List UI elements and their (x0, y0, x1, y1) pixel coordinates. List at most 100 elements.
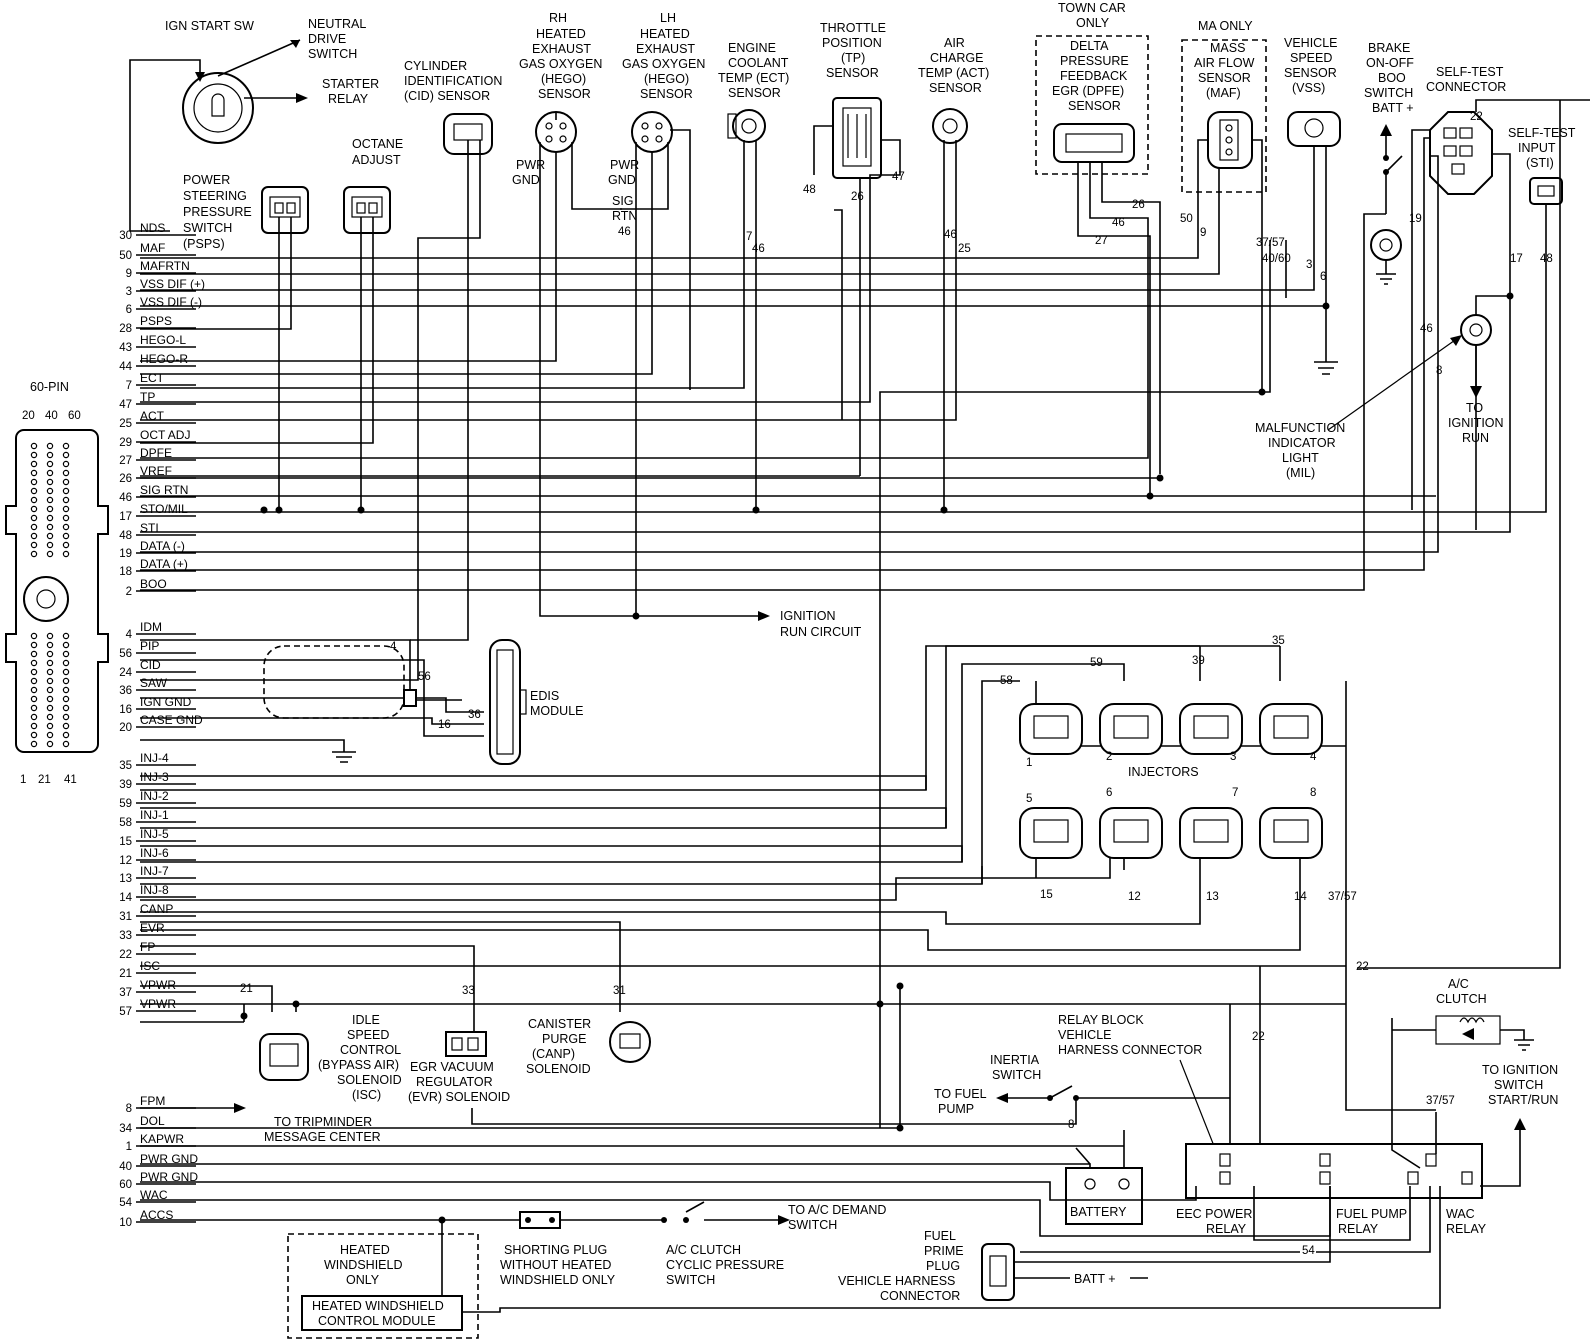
ecm-pin-dot (62, 731, 70, 739)
ecm-signal-name: KAPWR (140, 1132, 184, 1146)
ecm-pin-number: 24 (119, 667, 132, 679)
ecm-signal-name: PWR GND (140, 1170, 198, 1184)
ecm-pin-dot (46, 469, 54, 477)
ecm-signal-name: IGN GND (140, 695, 192, 709)
ecm-pin-number: 57 (119, 1006, 132, 1018)
act-sensor: AIR CHARGE TEMP (ACT) SENSOR (918, 36, 989, 144)
wire-number: 37/57 (1256, 237, 1285, 249)
wire-number: 33 (462, 985, 475, 997)
wire-number: 46 (1112, 217, 1125, 229)
octane-adjust-connector-icon (343, 186, 391, 234)
wire-number: 16 (438, 719, 451, 731)
injector-group: INJECTORS 58 59 39 35 15 12 13 14 37/57 (140, 635, 1357, 951)
ect-label: TEMP (ECT) (718, 71, 789, 85)
injector-number: 7 (1232, 787, 1238, 799)
inertia-label: INERTIA (990, 1053, 1040, 1067)
ecm-pin-number: 34 (119, 1123, 132, 1135)
lh-hego-label: (HEGO) (644, 72, 689, 86)
rh-pwr-gnd-label: GND (512, 173, 540, 187)
ecm-pin-dot (62, 677, 70, 685)
shorting-plug-label: WITHOUT HEATED (500, 1258, 611, 1272)
canp-label: (CANP) (532, 1047, 575, 1061)
tp-label: SENSOR (826, 66, 879, 80)
rh-hego-label: EXHAUST (532, 42, 591, 56)
ecm-signal-name: ECT (140, 371, 165, 385)
injector-connector-inner (1033, 819, 1069, 843)
fuel-pump-relay-label: FUEL PUMP (1336, 1207, 1407, 1221)
tripminder-label: MESSAGE CENTER (264, 1130, 381, 1144)
ecm-pin-dot (62, 650, 70, 658)
psps-label: POWER (183, 173, 230, 187)
ecm-pin-dot (46, 641, 54, 649)
self-test-connector: SELF-TEST CONNECTOR 22 SELF-TEST INPUT (… (1426, 65, 1576, 205)
upper-wiring: IGNITION RUN CIRCUIT 48 26 47 7 46 46 25… (130, 99, 1590, 1128)
wire-number: 40/60 (1262, 253, 1291, 265)
vss-label: VEHICLE (1284, 36, 1338, 50)
act-icon (932, 108, 968, 144)
ecm-signal-name: STI (140, 521, 159, 535)
wire-number: 50 (1180, 213, 1193, 225)
relay-block-label: VEHICLE (1058, 1028, 1112, 1042)
sti-label: INPUT (1518, 141, 1556, 155)
tripminder-label: TO TRIPMINDER (274, 1115, 372, 1129)
tp-sensor: THROTTLE POSITION (TP) SENSOR (820, 21, 886, 179)
fuel-pump-relay-label: RELAY (1338, 1222, 1379, 1236)
ecm-pin-number: 20 (119, 722, 132, 734)
shorting-plug-label: WINDSHIELD ONLY (500, 1273, 616, 1287)
evr-solenoid-icon (445, 1031, 487, 1057)
ecm-top-pin: 40 (45, 410, 58, 422)
vss-icon (1287, 111, 1341, 147)
town-car-label: ONLY (1076, 16, 1110, 30)
wire-number: 19 (1409, 213, 1422, 225)
ect-label: ENGINE (728, 41, 776, 55)
ac-cyclic-label: CYCLIC PRESSURE (666, 1258, 784, 1272)
ecm-pin-dot (30, 731, 38, 739)
ecm-pin-dot (30, 713, 38, 721)
ecm-pin-number: 47 (119, 399, 132, 411)
wire-number: 46 (618, 226, 631, 238)
wire-number: 35 (1272, 635, 1285, 647)
evr-label: (EVR) SOLENOID (408, 1090, 510, 1104)
ecm-signal-name: DATA (+) (140, 557, 188, 571)
ecm-pin-dot (62, 469, 70, 477)
ecm-pin-number: 7 (126, 380, 132, 392)
ecm-pin-number: 35 (119, 760, 132, 772)
ecm-bottom-pin: 1 (20, 774, 26, 786)
ecm-pin-dot (62, 550, 70, 558)
ecm-pin-dot (62, 514, 70, 522)
starter-relay-label: STARTER (322, 77, 379, 91)
heated-ws-module-label: HEATED WINDSHIELD (312, 1299, 444, 1313)
ecm-pin-number: 10 (119, 1217, 132, 1229)
neutral-drive-switch: IGN START SW NEUTRAL DRIVE SWITCH STARTE… (129, 17, 379, 231)
wire-number: 22 (1252, 1031, 1265, 1043)
ecm-signal-name: FPM (140, 1094, 165, 1108)
ecm-pin-dot (30, 686, 38, 694)
ect-icon (732, 109, 766, 143)
boo-label: BRAKE (1368, 41, 1410, 55)
ecm-title: 60-PIN (30, 380, 69, 394)
wire-number: 47 (892, 171, 905, 183)
ecm-pin-dot (30, 460, 38, 468)
ecm-pin-dot (62, 659, 70, 667)
ecm-pin-dot (62, 722, 70, 730)
ecm-pin-dot (30, 442, 38, 450)
ecm-signal-name: EVR (140, 921, 165, 935)
injector-number: 2 (1106, 751, 1112, 763)
ecm-pin-dot (30, 704, 38, 712)
ecm-pin-number: 4 (126, 629, 133, 641)
cid-label: IDENTIFICATION (404, 74, 502, 88)
psps-label: STEERING (183, 189, 247, 203)
isc-label: (ISC) (352, 1088, 381, 1102)
mil-label: (MIL) (1286, 466, 1315, 480)
